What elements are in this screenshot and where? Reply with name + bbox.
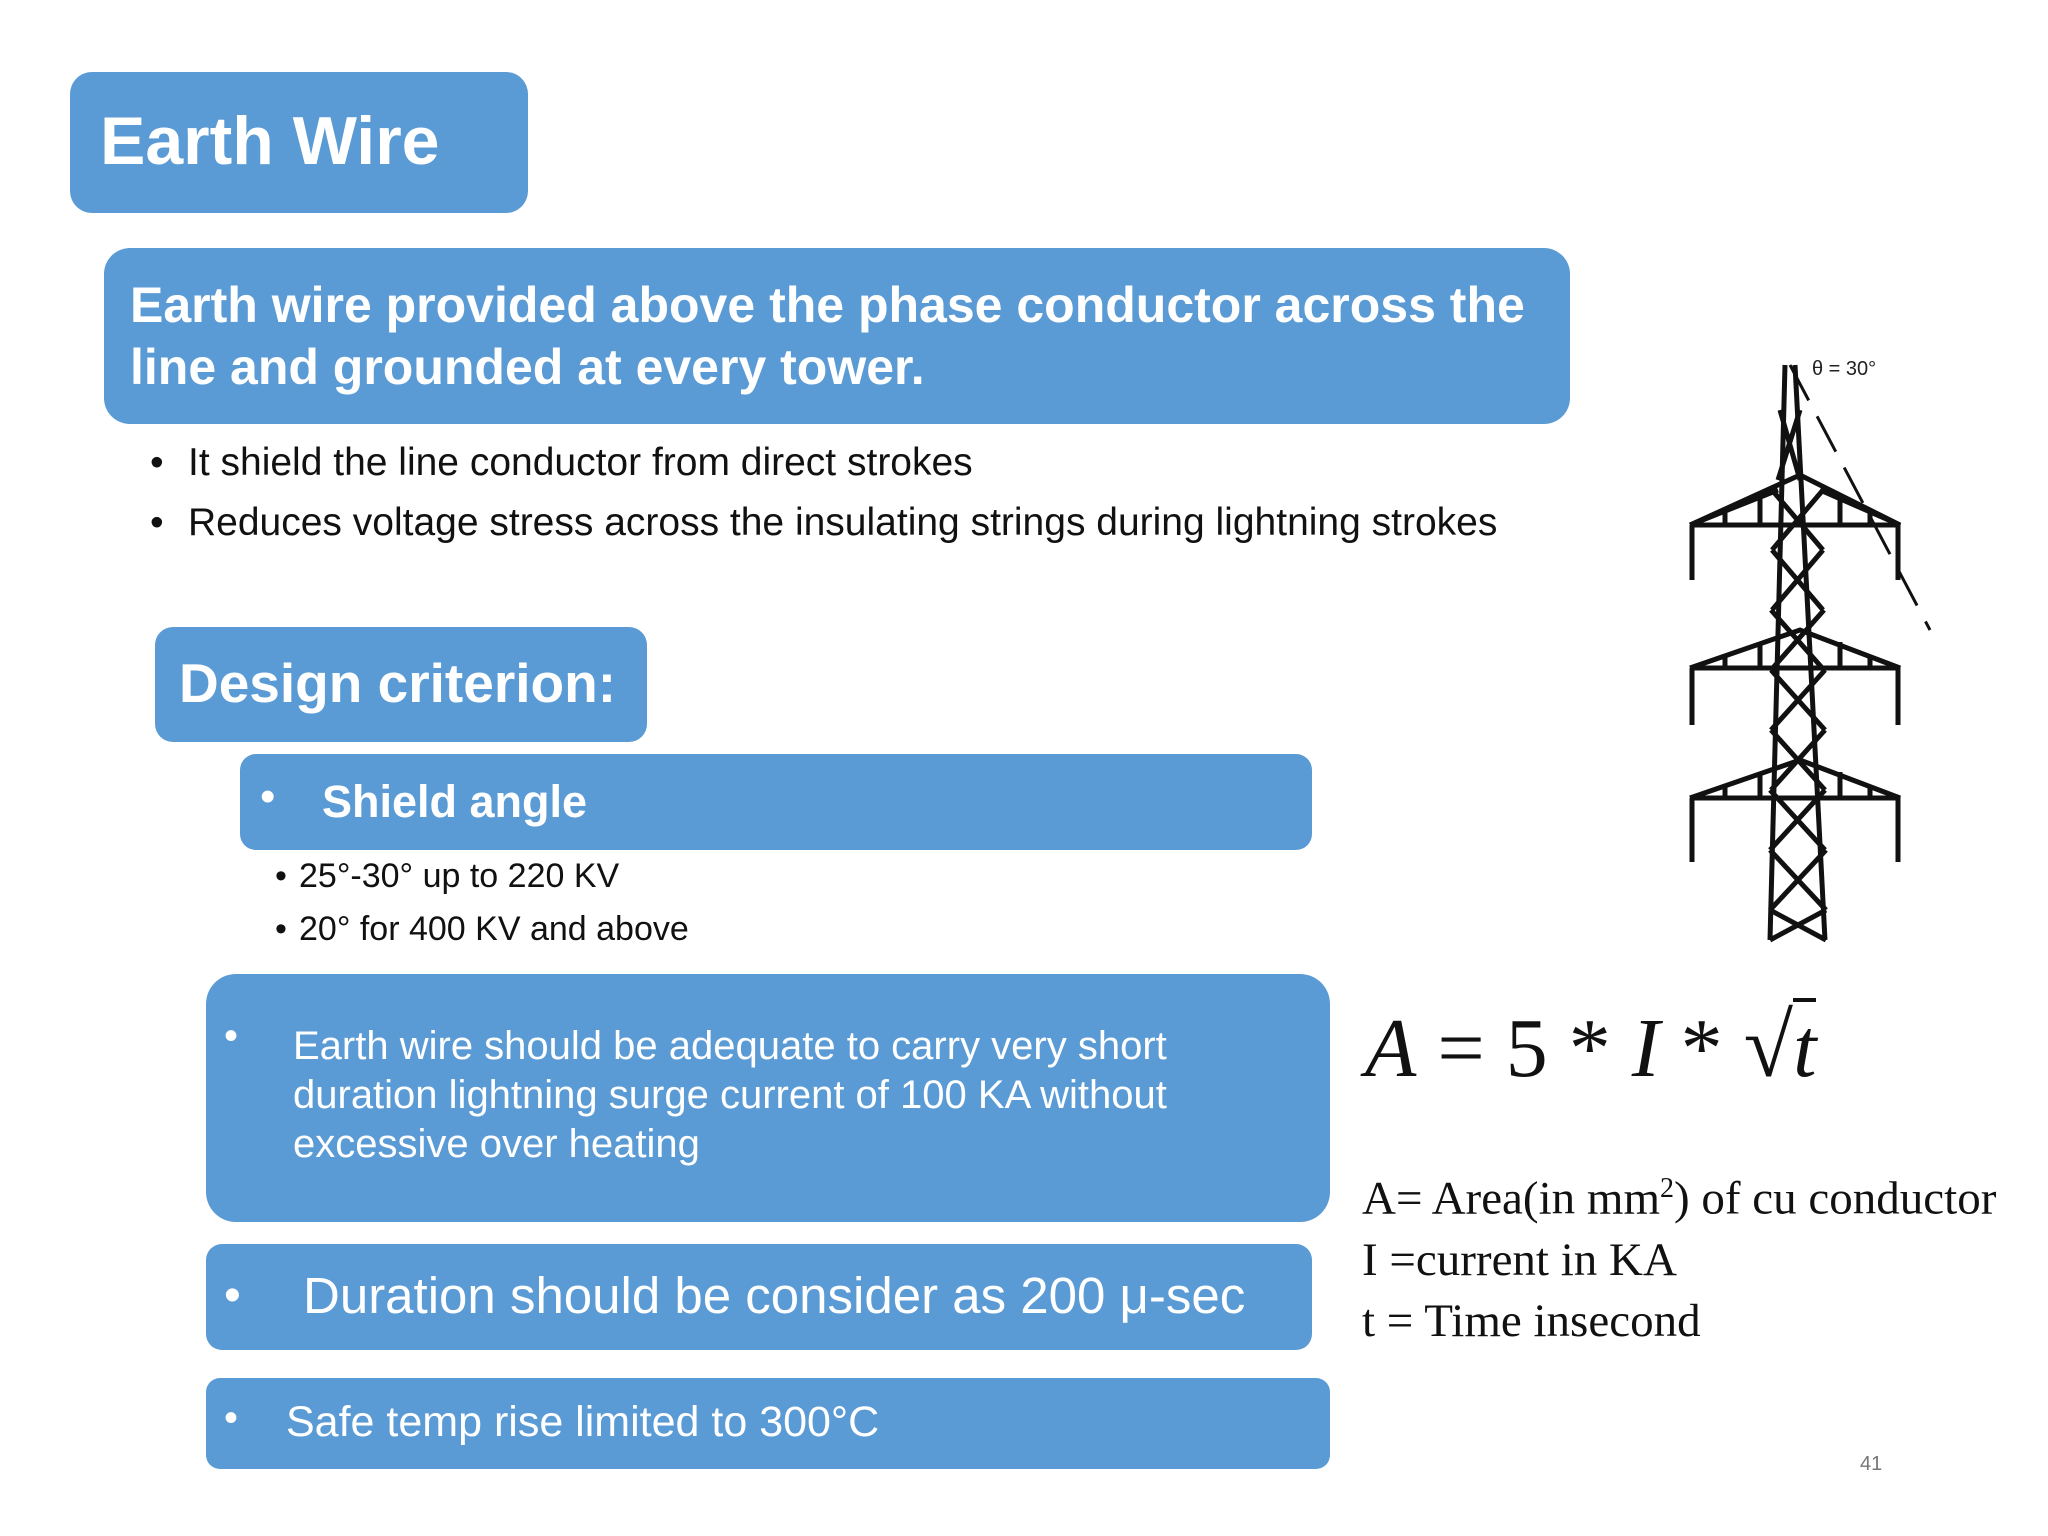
bullet-dot: • <box>224 1014 239 1058</box>
definition-area-suffix: ) of cu conductor <box>1674 1172 1997 1225</box>
formula-definitions: A= Area(in mm2) of cu conductor I =curre… <box>1362 1158 1996 1352</box>
safe-temp-box: • Safe temp rise limited to 300°C <box>206 1378 1330 1469</box>
design-heading: Design criterion: <box>179 652 617 714</box>
formula-times: * <box>1680 1002 1723 1095</box>
duration-box: • Duration should be consider as 200 μ-s… <box>206 1244 1312 1350</box>
adequacy-box: • Earth wire should be adequate to carry… <box>206 974 1330 1222</box>
bullet-dot: • <box>275 857 287 895</box>
formula-i: I <box>1631 1002 1660 1095</box>
shield-item-text: 25°-30° up to 220 KV <box>299 857 620 895</box>
sqrt-icon: √ <box>1743 997 1794 1096</box>
formula: A = 5 * I * √t <box>1365 995 1817 1098</box>
bullet-dot: • <box>260 772 276 821</box>
duration-text: Duration should be consider as 200 μ-sec <box>303 1267 1246 1324</box>
shield-item-text: 20° for 400 KV and above <box>299 910 689 948</box>
slide-number: 41 <box>1860 1453 1883 1475</box>
formula-equals: = <box>1437 1002 1485 1095</box>
bullet-dot: • <box>224 1269 241 1322</box>
bullet-list: It shield the line conductor from direct… <box>150 438 1500 558</box>
shield-item: • 20° for 400 KV and above <box>275 910 689 949</box>
slide-title: Earth Wire <box>100 103 440 179</box>
formula-five: 5 <box>1505 1002 1548 1095</box>
formula-t: t <box>1793 998 1817 1095</box>
title-box: Earth Wire <box>70 72 528 213</box>
transmission-tower-illustration <box>1688 364 1932 943</box>
definition-current: I =current in KA <box>1362 1233 1677 1286</box>
shield-angle-box: • Shield angle <box>240 754 1312 850</box>
bullet-dot: • <box>224 1396 239 1440</box>
definition-area-prefix: A= Area(in mm <box>1362 1172 1660 1225</box>
bullet-item: Reduces voltage stress across the insula… <box>150 498 1500 548</box>
bullet-dot: • <box>275 910 287 948</box>
definition-area-sup: 2 <box>1660 1173 1674 1204</box>
definition-area: A= Area(in mm2) of cu conductor <box>1362 1158 1996 1230</box>
formula-a: A <box>1365 1002 1417 1095</box>
lead-text: Earth wire provided above the phase cond… <box>130 277 1525 395</box>
shield-angle-label: Shield angle <box>322 776 588 827</box>
formula-times: * <box>1568 1002 1611 1095</box>
lead-box: Earth wire provided above the phase cond… <box>104 248 1570 424</box>
adequacy-text: Earth wire should be adequate to carry v… <box>293 1024 1167 1166</box>
safe-temp-text: Safe temp rise limited to 300°C <box>286 1398 880 1446</box>
definition-time: t = Time insecond <box>1362 1294 1701 1347</box>
bullet-item: It shield the line conductor from direct… <box>150 438 1500 488</box>
design-heading-box: Design criterion: <box>155 627 647 742</box>
shield-item: • 25°-30° up to 220 KV <box>275 857 619 896</box>
shield-angle-annotation: θ = 30° <box>1812 358 1877 380</box>
